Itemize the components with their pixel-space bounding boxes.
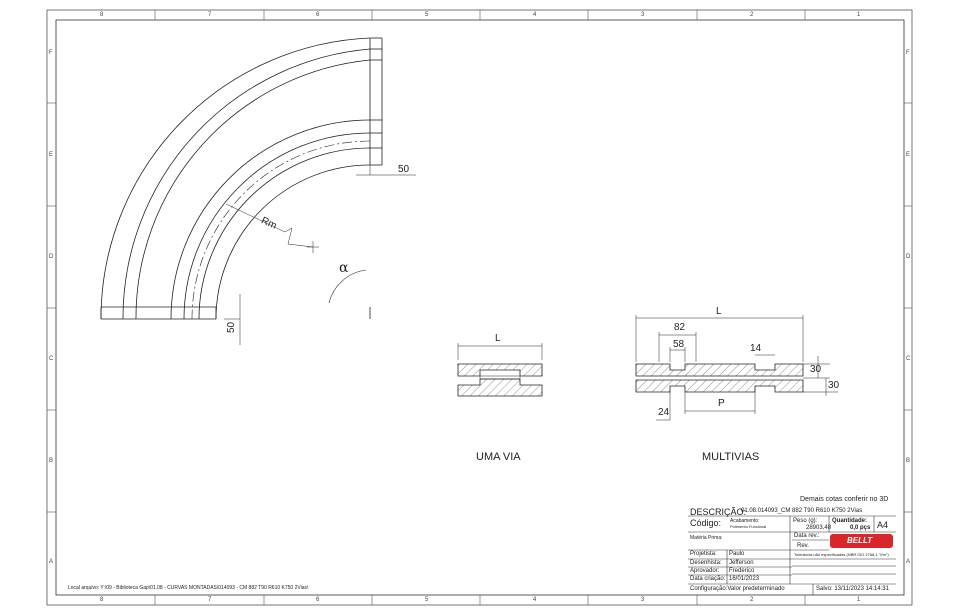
zone-col-1: 1 [857, 12, 861, 18]
quantidade-value: 0,0 pçs [850, 525, 871, 531]
label-multivias: MULTIVIAS [702, 451, 760, 463]
zone-col-7: 7 [208, 12, 212, 18]
dim-l-multivias: L [716, 306, 722, 317]
tolerance-header: Tolerância não especificadas (NBR ISO 27… [794, 552, 889, 557]
codigo-label: Código: [690, 518, 722, 528]
zone-row-b: B [49, 458, 54, 464]
projetista-label: Projetista: [690, 551, 717, 557]
data-criacao-label: Data criação: [690, 576, 726, 582]
peso-value: 28903,48 [806, 525, 832, 531]
zone-ticks [47, 10, 912, 605]
label-uma-via: UMA VIA [476, 451, 521, 463]
bellt-logo-shape [830, 534, 893, 548]
zone-row-e: E [49, 152, 54, 158]
dim-p: P [718, 398, 725, 409]
projetista-value: Paulo [729, 551, 745, 557]
peso-label: Peso (g): [793, 518, 818, 524]
zone-row-f-right: F [906, 50, 910, 56]
sheet-size: A4 [877, 520, 889, 530]
zone-row-a-right: A [906, 559, 911, 565]
zone-col-8: 8 [100, 12, 104, 18]
zone-col-7-bottom: 7 [208, 597, 212, 603]
local-arquivo: Local arquivo: Y:\09 - Biblioteca Gap\01… [68, 585, 309, 591]
desenhista-value: Jefferson [729, 560, 754, 566]
acabamento-value: Polimento Funcional [730, 524, 767, 529]
materia-prima-label: Matéria Prima: [690, 535, 723, 541]
zone-col-5-bottom: 5 [425, 597, 429, 603]
zone-col-3: 3 [641, 12, 645, 18]
configuracao: Configuração:Valor predeterminado [690, 586, 785, 592]
quantidade-label: Quantidade: [832, 518, 868, 524]
bellt-logo: BELLT [847, 536, 873, 545]
zone-col-8-bottom: 8 [100, 597, 104, 603]
desenhista-label: Desenhista: [690, 560, 722, 566]
dim-30-bottom: 30 [828, 380, 840, 391]
zone-col-1-bottom: 1 [857, 597, 861, 603]
zone-row-a: A [49, 559, 54, 565]
data-rev-label: Data rev.: [794, 533, 820, 539]
zone-row-d-right: D [906, 254, 911, 260]
zone-col-5: 5 [425, 12, 429, 18]
zone-col-6-bottom: 6 [316, 597, 320, 603]
zone-col-2: 2 [750, 12, 754, 18]
descricao-value: 01.08.014093_CM 882 T90 R610 K750 2Vias [741, 508, 863, 514]
note-3d: Demais cotas conferir no 3D [800, 496, 889, 503]
zone-row-c-right: C [906, 356, 911, 362]
acabamento-label: Acabamento: [730, 518, 760, 524]
data-criacao-value: 16/01/2023 [729, 576, 760, 582]
dim-58: 58 [673, 339, 685, 350]
curve-view [100, 37, 416, 345]
dim-30-top: 30 [810, 364, 822, 375]
rev-label: Rev. [797, 543, 809, 549]
dim-24: 24 [658, 407, 670, 418]
uma-via-section [457, 343, 543, 397]
zone-col-3-bottom: 3 [641, 597, 645, 603]
outer-frame [46, 9, 913, 606]
dim-14: 14 [750, 343, 762, 354]
dim-82: 82 [674, 322, 686, 333]
zone-row-e-right: E [906, 152, 911, 158]
zone-col-2-bottom: 2 [750, 597, 754, 603]
title-block-lines [688, 515, 896, 595]
zone-row-b-right: B [906, 458, 911, 464]
aprovador-value: Frederico [729, 568, 755, 574]
dim-50-left: 50 [226, 321, 237, 333]
zone-col-6: 6 [316, 12, 320, 18]
dim-50-top: 50 [398, 164, 410, 175]
zone-col-4-bottom: 4 [533, 597, 537, 603]
zone-col-4: 4 [533, 12, 537, 18]
aprovador-label: Aprovador: [690, 568, 720, 574]
dim-l-uma-via: L [495, 333, 501, 344]
dim-alpha: α [339, 260, 349, 276]
zone-row-d: D [49, 254, 54, 260]
zone-row-f: F [49, 50, 53, 56]
zone-row-c: C [49, 356, 54, 362]
salvo: Salvo: 13/11/2023 14:14:31 [816, 586, 889, 592]
descricao-label: DESCRIÇÃO: [690, 507, 747, 517]
multivias-section [635, 315, 838, 421]
